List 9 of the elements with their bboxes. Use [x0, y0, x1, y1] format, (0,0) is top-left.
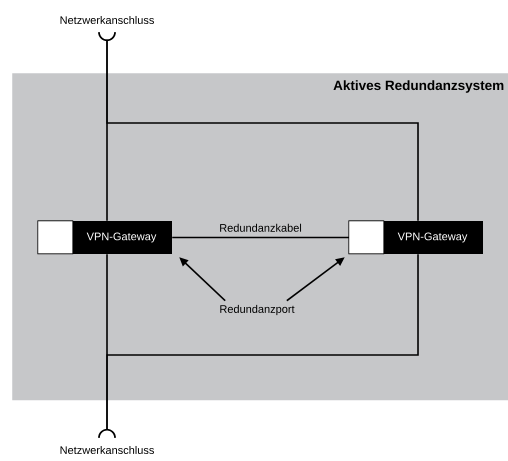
connection-label: Netzwerkanschluss	[60, 446, 154, 454]
port-label: Redundanzport	[220, 304, 295, 316]
cable-line	[172, 236, 349, 238]
connection-label: Netzwerkanschluss	[60, 16, 154, 24]
cable-line	[98, 253, 419, 439]
gateway-device: VPN-Gateway	[348, 220, 483, 254]
edge-label: Redundanzkabel	[218, 222, 304, 234]
gateway-device: VPN-Gateway	[37, 220, 172, 254]
cable-line	[98, 31, 419, 222]
